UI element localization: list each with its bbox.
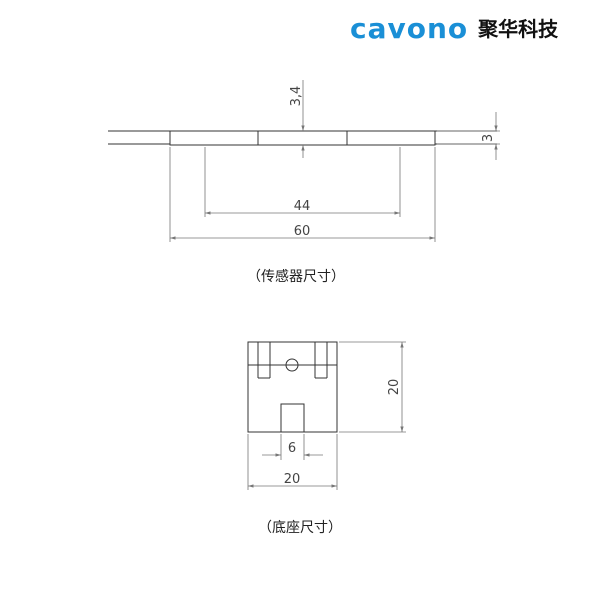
label-dim-thickness: 3,4	[289, 86, 304, 107]
label-dim-44: 44	[294, 199, 311, 214]
base-center-hole	[285, 358, 299, 372]
sensor-body	[169, 130, 436, 146]
base-caption: （底座尺寸）	[258, 520, 342, 536]
label-base-height: 20	[387, 379, 402, 396]
label-base-width: 20	[284, 472, 301, 487]
label-base-slot: 6	[288, 441, 296, 456]
base-slot	[280, 403, 305, 432]
sensor-drawing	[108, 130, 497, 146]
sensor-dimensions	[169, 80, 500, 242]
sensor-caption: （传感器尺寸）	[247, 269, 345, 285]
brand-chinese-name: 聚华科技	[478, 17, 559, 41]
base-outline	[247, 341, 338, 433]
base-dimensions	[247, 341, 406, 490]
label-dim-height: 3	[481, 134, 496, 142]
brand-wordmark: cavono	[350, 12, 469, 45]
base-drawing	[247, 341, 338, 433]
brand-logo: cavono 聚华科技	[350, 14, 558, 44]
label-dim-60: 60	[294, 224, 311, 239]
